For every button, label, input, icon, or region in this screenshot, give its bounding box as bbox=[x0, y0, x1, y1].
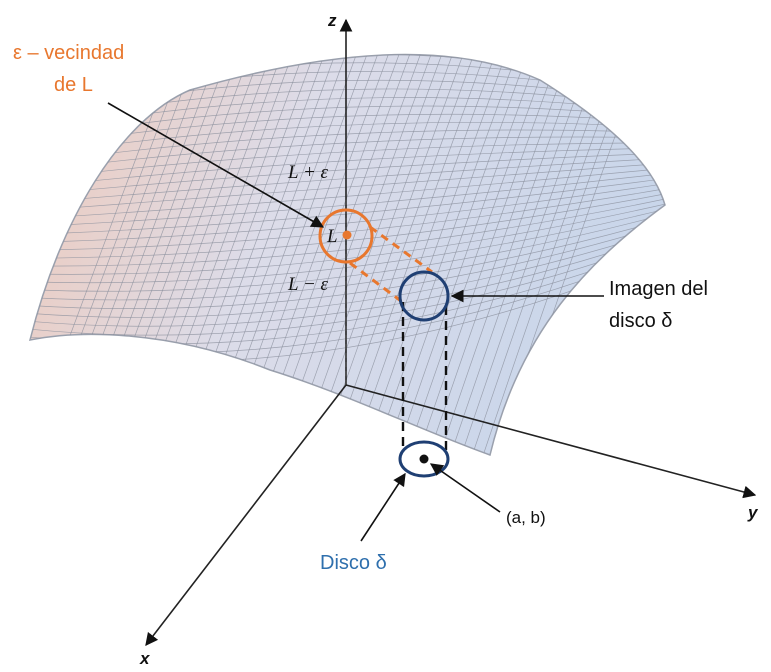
point-pointer bbox=[429, 463, 501, 513]
x-axis bbox=[145, 384, 347, 647]
mesh-line bbox=[30, 173, 665, 236]
mesh-line bbox=[30, 169, 665, 228]
epsilon-neighborhood-circle bbox=[318, 208, 374, 264]
mesh-line bbox=[30, 213, 665, 309]
mesh-line bbox=[390, 54, 544, 456]
disk-label: Disco δ bbox=[320, 552, 387, 574]
mesh-line bbox=[30, 147, 665, 190]
y-axis bbox=[345, 384, 757, 499]
point-ab bbox=[419, 454, 429, 464]
mesh-line bbox=[30, 217, 665, 318]
mesh-line bbox=[30, 186, 665, 259]
mesh-line bbox=[30, 177, 665, 244]
mesh-line bbox=[30, 222, 665, 327]
mesh-line bbox=[30, 204, 665, 292]
mesh-line bbox=[30, 155, 665, 206]
mesh-line bbox=[346, 54, 501, 456]
L-label: L bbox=[326, 226, 338, 247]
point-label: (a, b) bbox=[506, 508, 546, 527]
image-label-line2: disco δ bbox=[609, 310, 672, 332]
L-minus-epsilon-label: L − ε bbox=[287, 274, 329, 295]
neighborhood-label-line1: ε – vecindad bbox=[13, 42, 124, 64]
limit-point-L bbox=[342, 230, 352, 240]
mesh-line bbox=[368, 54, 523, 456]
mesh-line bbox=[379, 54, 533, 456]
mesh-line bbox=[30, 142, 665, 183]
x-axis-label: x bbox=[139, 649, 151, 668]
neighborhood-pointer bbox=[107, 102, 325, 228]
L-plus-epsilon-label: L + ε bbox=[287, 162, 329, 183]
mesh-line bbox=[30, 151, 665, 198]
image-of-disk bbox=[398, 270, 450, 322]
mesh-line bbox=[30, 191, 665, 267]
neighborhood-label-line2: de L bbox=[54, 74, 93, 96]
disk-pointer bbox=[360, 472, 406, 542]
mesh-line bbox=[30, 160, 665, 213]
z-axis-label: z bbox=[327, 11, 337, 30]
delta-disk bbox=[398, 440, 450, 478]
image-label-line1: Imagen del bbox=[609, 278, 708, 300]
mesh-line bbox=[412, 54, 565, 456]
mesh-line bbox=[30, 195, 665, 275]
connector-lower bbox=[349, 261, 406, 306]
connector-upper bbox=[369, 225, 433, 274]
mesh-line bbox=[423, 54, 576, 456]
mesh-line bbox=[30, 199, 665, 284]
mesh-line bbox=[357, 54, 512, 456]
y-axis-label: y bbox=[747, 503, 759, 522]
